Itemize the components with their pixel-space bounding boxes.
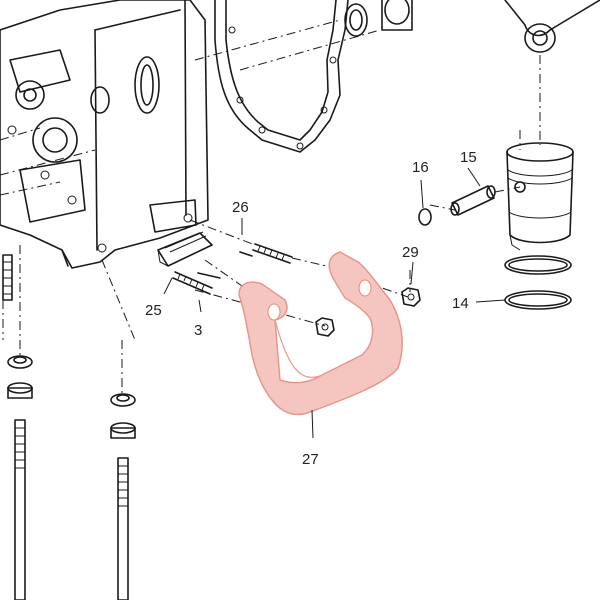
callout-15: 15 bbox=[460, 149, 477, 166]
callout-29: 29 bbox=[402, 244, 419, 261]
wrist-pin bbox=[450, 185, 496, 216]
leader-lines bbox=[163, 167, 506, 439]
flange-nuts bbox=[315, 287, 421, 337]
callout-25: 25 bbox=[145, 302, 162, 319]
crankcase-block bbox=[0, 0, 209, 269]
highlighted-yoke-part[interactable] bbox=[238, 251, 403, 416]
connecting-rod bbox=[504, 0, 600, 53]
circlip bbox=[418, 208, 432, 226]
piston-rings bbox=[504, 255, 572, 310]
callout-labels: 26 3 25 29 14 15 16 27 bbox=[145, 149, 477, 468]
top-seal-and-bearing bbox=[344, 0, 413, 37]
gasket-plate bbox=[214, 0, 349, 153]
bracket-plate bbox=[157, 231, 213, 267]
piston bbox=[506, 142, 574, 251]
callout-26: 26 bbox=[232, 199, 249, 216]
studs-and-nuts bbox=[2, 254, 136, 600]
callout-27: 27 bbox=[302, 451, 319, 468]
spring-pins bbox=[172, 243, 293, 295]
callout-14: 14 bbox=[452, 295, 469, 312]
callout-16: 16 bbox=[412, 159, 429, 176]
callout-3: 3 bbox=[194, 322, 202, 339]
